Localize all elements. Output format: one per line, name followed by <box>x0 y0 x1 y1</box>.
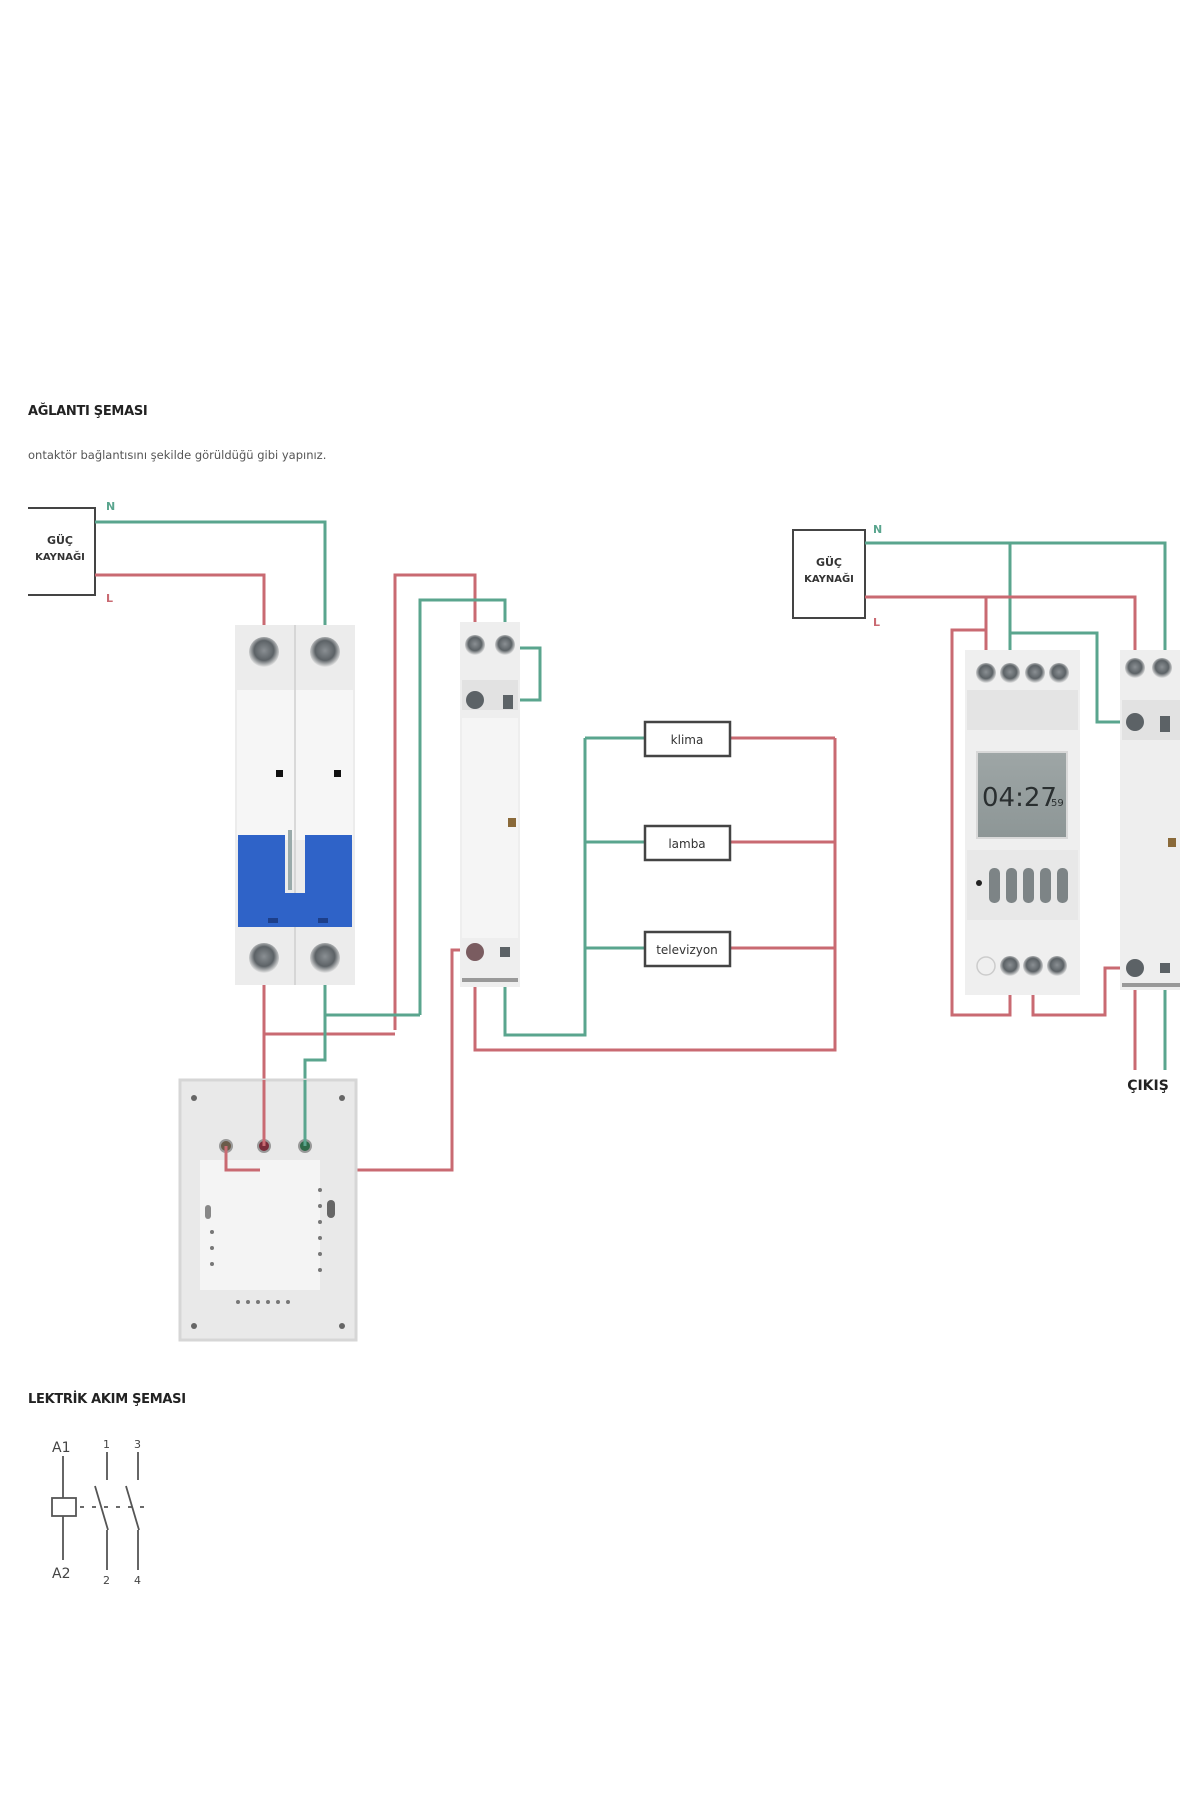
connection-diagram-description: ontaktör bağlantısını şekilde görüldüğü … <box>28 448 327 462</box>
timer-lcd <box>976 751 1068 839</box>
load-klima-label: klima <box>671 733 704 747</box>
breaker-terminal-icon <box>310 943 340 973</box>
circuit-breaker <box>235 625 355 985</box>
contactor-right <box>1120 650 1180 990</box>
power-source-left-line1: GÜÇ <box>47 533 73 547</box>
contactor-terminal-icon <box>466 691 484 709</box>
schematic-contact-1: 1 <box>103 1438 110 1451</box>
wire-neutral-right-main <box>865 541 1167 650</box>
timer-button[interactable] <box>1057 868 1068 903</box>
wire-live-right-loop <box>950 628 1012 1017</box>
timer-terminal-icon <box>1047 956 1067 976</box>
contactor-indicator-icon <box>508 818 516 827</box>
neutral-label-right: N <box>873 523 882 536</box>
neutral-label-left: N <box>106 500 115 513</box>
timer-terminal-icon <box>1000 956 1020 976</box>
schematic-contact-2: 2 <box>103 1574 110 1587</box>
timer-seconds: 59 <box>1051 798 1064 809</box>
wire-neutral-load-rail <box>585 736 645 950</box>
wire-live-right-timer-out <box>1031 966 1135 1017</box>
timer-button[interactable] <box>989 868 1000 903</box>
timer-terminal-icon <box>976 663 996 683</box>
contactor-terminal-icon <box>495 635 515 655</box>
power-source-right-line2: KAYNAĞI <box>804 572 854 585</box>
output-label: ÇIKIŞ <box>1127 1078 1169 1094</box>
contactor-terminal-icon <box>1152 658 1172 678</box>
connection-diagram-heading: AĞLANTI ŞEMASI <box>28 404 148 419</box>
timer-button[interactable] <box>1023 868 1034 903</box>
wire-live-right-main <box>865 595 1137 650</box>
load-televizyon-label: televizyon <box>656 943 718 957</box>
wire-live-source <box>95 573 266 630</box>
power-source-right-line1: GÜÇ <box>816 555 842 569</box>
wire-neutral-right-contactor-a2 <box>1010 631 1135 724</box>
timer-button[interactable] <box>1040 868 1051 903</box>
contactor-terminal-icon <box>1126 959 1144 977</box>
live-label-right: L <box>873 616 880 629</box>
breaker-terminal-icon <box>249 943 279 973</box>
timer-terminal-icon <box>1000 663 1020 683</box>
timer-terminal-icon <box>1023 956 1043 976</box>
schematic-contact-4: 4 <box>134 1574 141 1587</box>
power-source-right: GÜÇ KAYNAĞI <box>792 529 866 619</box>
power-source-left: GÜÇ KAYNAĞI <box>28 507 96 596</box>
schematic-contact-3: 3 <box>134 1438 141 1451</box>
coil-symbol <box>51 1497 77 1517</box>
load-lamba: lamba <box>643 824 732 862</box>
contactor-terminal-icon <box>1126 713 1144 731</box>
load-klima: klima <box>643 720 732 758</box>
breaker-handle <box>238 835 352 927</box>
wire-neutral-contactor-top <box>418 598 507 1015</box>
thermostat-back-panel <box>178 1078 358 1342</box>
digital-timer: 04:27 59 <box>965 650 1080 995</box>
contactor-left <box>460 622 520 987</box>
timer-time: 04:27 <box>982 783 1057 813</box>
current-diagram-heading: LEKTRİK AKIM ŞEMASI <box>28 1392 186 1407</box>
contactor-schematic: A1 A2 1 2 3 4 <box>51 1438 145 1587</box>
schematic-a2-label: A2 <box>52 1566 70 1582</box>
wire-live-loads-bottom <box>473 738 837 1052</box>
wire-neutral-source <box>95 520 327 630</box>
contactor-terminal-icon <box>465 635 485 655</box>
timer-button[interactable] <box>1006 868 1017 903</box>
schematic-a1-label: A1 <box>52 1440 70 1456</box>
load-lamba-label: lamba <box>668 837 705 851</box>
contactor-terminal-icon <box>1125 658 1145 678</box>
live-label-left: L <box>106 592 113 605</box>
load-televizyon: televizyon <box>643 930 732 968</box>
timer-terminal-icon <box>1049 663 1069 683</box>
wire-neutral-loads-bottom <box>503 738 587 1037</box>
contactor-terminal-icon <box>466 943 484 961</box>
power-source-left-line2: KAYNAĞI <box>35 550 85 563</box>
breaker-terminal-icon <box>249 637 279 667</box>
timer-terminal-icon <box>1025 663 1045 683</box>
wire-live-load-rail <box>730 736 837 1050</box>
breaker-terminal-icon <box>310 637 340 667</box>
